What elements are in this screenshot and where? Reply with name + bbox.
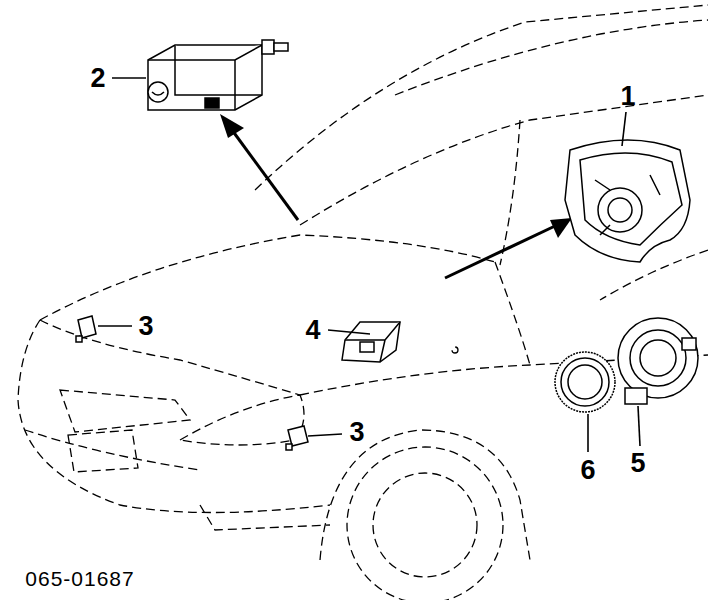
ring-6 xyxy=(555,352,615,412)
callout-number: 1 xyxy=(620,83,635,110)
callout-number: 4 xyxy=(305,317,320,344)
callout-number: 3 xyxy=(349,419,364,446)
location-arrow xyxy=(220,114,572,278)
car-outline xyxy=(18,5,708,600)
sensor-3 xyxy=(76,316,308,450)
spiral-cable-5 xyxy=(618,318,698,404)
leader-line xyxy=(98,78,640,452)
callout-number: 3 xyxy=(138,313,153,340)
steering-airbag-1 xyxy=(565,140,690,262)
callout-number: 5 xyxy=(630,450,645,477)
callout-number: 2 xyxy=(90,65,105,92)
figure-code: 065-01687 xyxy=(25,568,134,589)
control-unit-4 xyxy=(342,322,400,362)
callout-number: 6 xyxy=(580,457,595,484)
airbag-part-2 xyxy=(148,40,288,110)
